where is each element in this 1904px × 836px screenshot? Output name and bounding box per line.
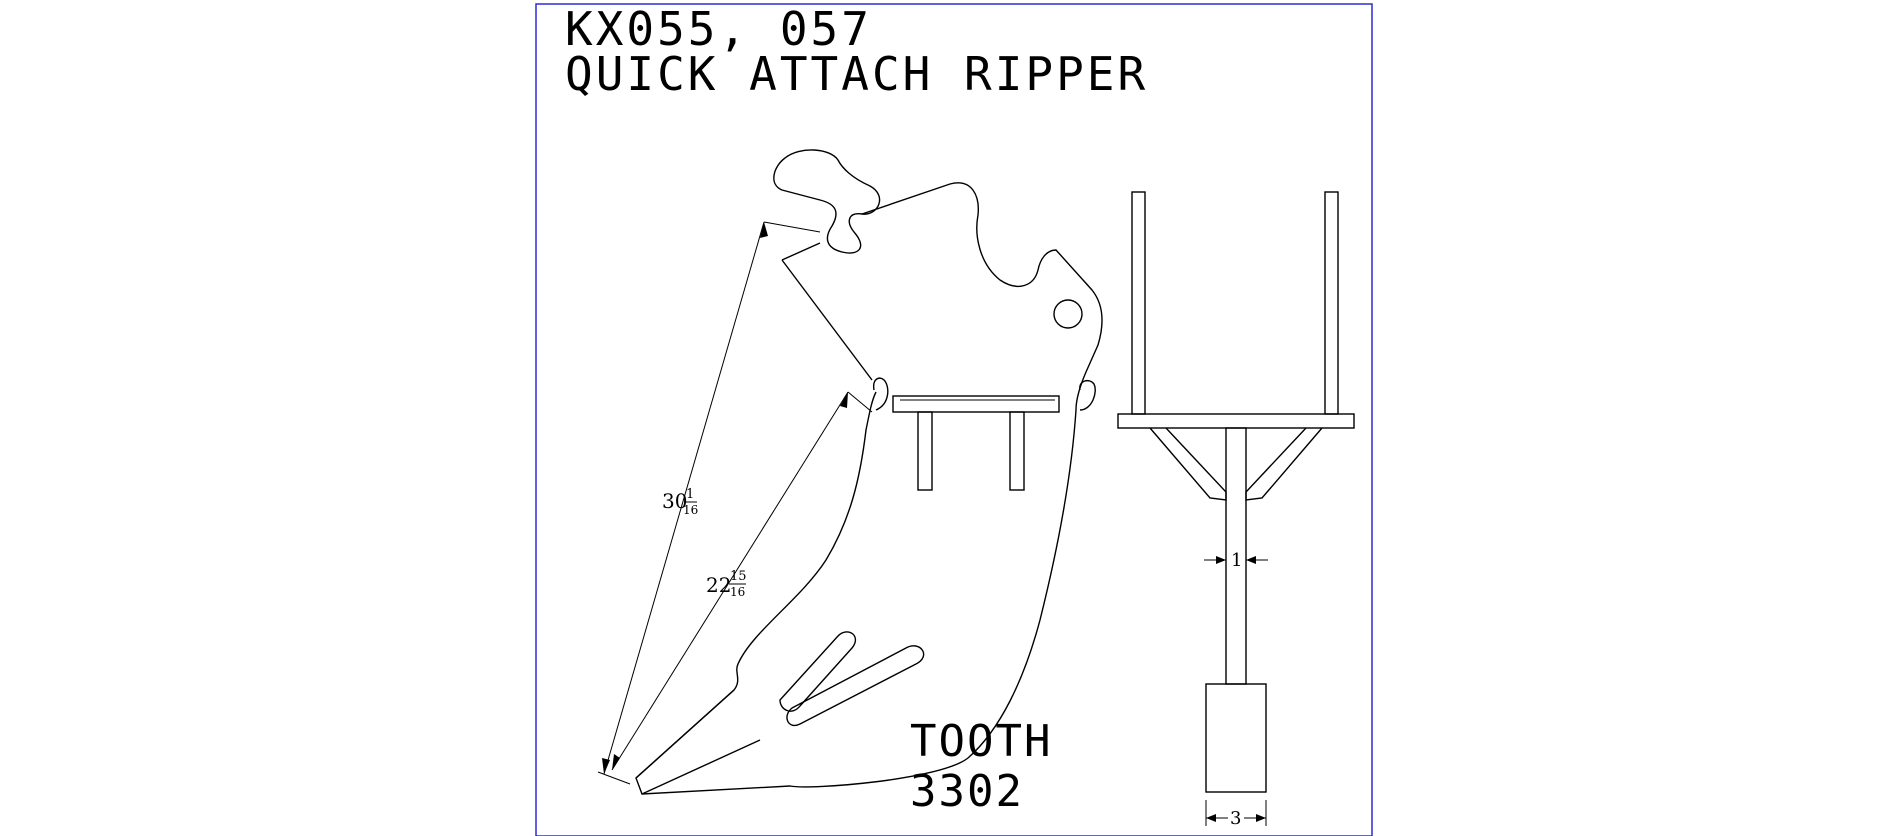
dimension-shank-thickness: 1 <box>1204 550 1268 571</box>
ripper-top-edge <box>781 259 873 381</box>
ripper-front-view <box>1117 191 1355 793</box>
pin-right <box>1009 411 1025 491</box>
dim-thickness-label: 1 <box>1231 550 1242 571</box>
dim-overall-num: 1 <box>686 487 694 502</box>
side-plate-right <box>1324 191 1339 415</box>
ripper-top-edge-2 <box>781 242 821 261</box>
ripper-body <box>635 182 1103 795</box>
dimension-overall: 30 1 16 <box>597 221 821 785</box>
tooth-slot-upper <box>779 631 857 712</box>
pin-left <box>917 411 933 491</box>
tooth-label: TOOTH <box>910 716 1052 767</box>
bar-end-left <box>872 377 889 411</box>
dim-overall-whole: 30 <box>662 489 687 513</box>
side-plate-left <box>1131 191 1146 415</box>
title-line-1: KX055, 057 <box>565 2 872 56</box>
tooth-number: 3302 <box>910 766 1024 817</box>
dim-tooth-width-label: 3 <box>1230 808 1241 829</box>
dimension-tooth-width: 3 <box>1205 800 1267 829</box>
tooth-front <box>1205 683 1267 793</box>
dim-shank-num: 15 <box>730 569 747 584</box>
drawing-frame <box>535 3 1373 836</box>
ripper-outline <box>773 149 881 254</box>
dimension-shank: 22 15 16 <box>611 391 873 771</box>
cross-bar <box>892 395 1060 413</box>
tooth-point <box>635 689 761 795</box>
dim-overall-den: 16 <box>683 503 698 517</box>
bar-end-right <box>1079 379 1096 411</box>
gusset-right <box>1245 427 1323 501</box>
pin-hole <box>1053 299 1083 329</box>
ripper-side-view <box>635 149 1103 795</box>
tooth-slot-lower <box>786 645 925 727</box>
dim-shank-whole: 22 <box>706 573 731 597</box>
top-plate <box>1117 413 1355 429</box>
title-line-2: QUICK ATTACH RIPPER <box>565 47 1148 101</box>
gusset-left <box>1149 427 1227 501</box>
dim-shank-den: 16 <box>730 585 745 599</box>
